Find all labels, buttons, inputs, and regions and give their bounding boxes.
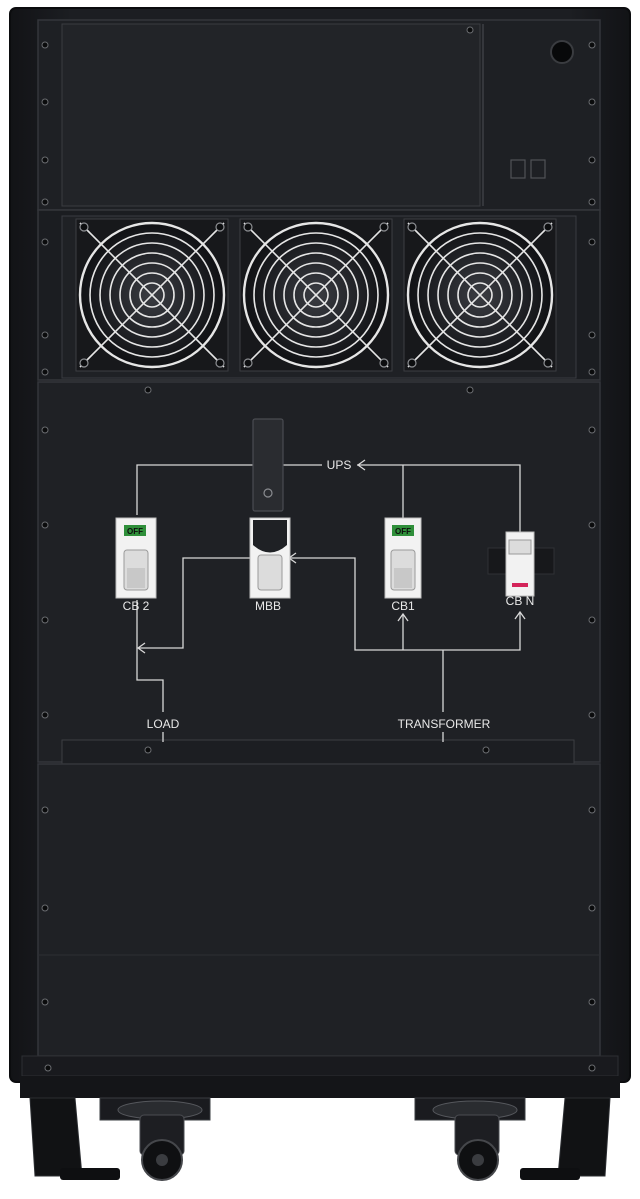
- ups-feed-line: [357, 464, 521, 532]
- cb2-load-line: [136, 600, 164, 712]
- screw-icon: [588, 711, 596, 719]
- cb1-label: CB1: [391, 599, 415, 613]
- cb2-off-indicator: [124, 525, 146, 536]
- screw-icon: [588, 904, 596, 912]
- screw-icon: [588, 998, 596, 1006]
- mbb-toggle[interactable]: [257, 554, 283, 591]
- mbb-lock-bar: [252, 418, 284, 512]
- cb1-off-indicator: [392, 525, 414, 536]
- mbb-breaker[interactable]: [249, 418, 291, 599]
- screw-icon: [588, 616, 596, 624]
- screw-icon: [144, 746, 152, 754]
- cbn-label: CB N: [506, 594, 535, 608]
- screw-icon: [588, 1064, 596, 1072]
- screw-icon: [588, 368, 596, 376]
- output-arrow-icon: [136, 642, 146, 654]
- transformer-label: TRANSFORMER: [398, 717, 491, 731]
- fan-icon: [75, 218, 229, 372]
- mbb-label: MBB: [255, 599, 281, 613]
- screw-icon: [41, 426, 49, 434]
- screw-icon: [588, 426, 596, 434]
- cb2-breaker[interactable]: OFF: [115, 517, 157, 599]
- mbb-lock-icon: [263, 488, 273, 498]
- mbb-input-line: [289, 557, 521, 651]
- fan-panel: [37, 209, 601, 381]
- screw-icon: [466, 26, 474, 34]
- screw-icon: [41, 616, 49, 624]
- screw-icon: [41, 998, 49, 1006]
- screw-icon: [41, 98, 49, 106]
- screw-icon: [41, 368, 49, 376]
- screw-icon: [588, 806, 596, 814]
- ups-label: UPS: [327, 458, 352, 472]
- screw-icon: [44, 1064, 52, 1072]
- screw-icon: [588, 521, 596, 529]
- mbb-output-line: [138, 557, 252, 649]
- bottom-panel: [21, 763, 619, 1077]
- screw-icon: [588, 41, 596, 49]
- screw-icon: [41, 41, 49, 49]
- ups-arrow-icon: [356, 459, 366, 471]
- cbn-breaker[interactable]: [487, 531, 555, 597]
- screw-icon: [588, 198, 596, 206]
- screw-icon: [588, 238, 596, 246]
- cb2-label: CB 2: [123, 599, 150, 613]
- left-caster-icon: [99, 1097, 211, 1181]
- screw-icon: [588, 98, 596, 106]
- screw-icon: [41, 806, 49, 814]
- cb1-breaker[interactable]: OFF: [384, 517, 422, 599]
- screw-icon: [588, 331, 596, 339]
- fan-icon: [239, 218, 393, 372]
- cb1-arrow-icon: [397, 612, 409, 622]
- fan-group: [75, 218, 557, 372]
- top-panel: [37, 19, 601, 211]
- screw-icon: [588, 156, 596, 164]
- fan-icon: [403, 218, 557, 372]
- cable-gland-icon: [550, 40, 574, 64]
- screw-icon: [482, 746, 490, 754]
- cbn-toggle[interactable]: [508, 539, 532, 555]
- cb2-state-text: OFF: [127, 527, 143, 536]
- screw-icon: [41, 331, 49, 339]
- cbn-arrow-icon: [514, 610, 526, 620]
- screw-icon: [41, 198, 49, 206]
- port-icon: [510, 159, 526, 179]
- screw-icon: [466, 386, 474, 394]
- right-caster-icon: [414, 1097, 526, 1181]
- base-frame: [20, 1076, 620, 1180]
- screw-icon: [41, 904, 49, 912]
- cbn-indicator: [512, 583, 528, 587]
- screw-icon: [41, 238, 49, 246]
- screw-icon: [41, 156, 49, 164]
- cb1-state-text: OFF: [395, 527, 411, 536]
- port-icon: [530, 159, 546, 179]
- screw-icon: [41, 711, 49, 719]
- load-label: LOAD: [147, 717, 180, 731]
- screw-icon: [144, 386, 152, 394]
- screw-icon: [41, 521, 49, 529]
